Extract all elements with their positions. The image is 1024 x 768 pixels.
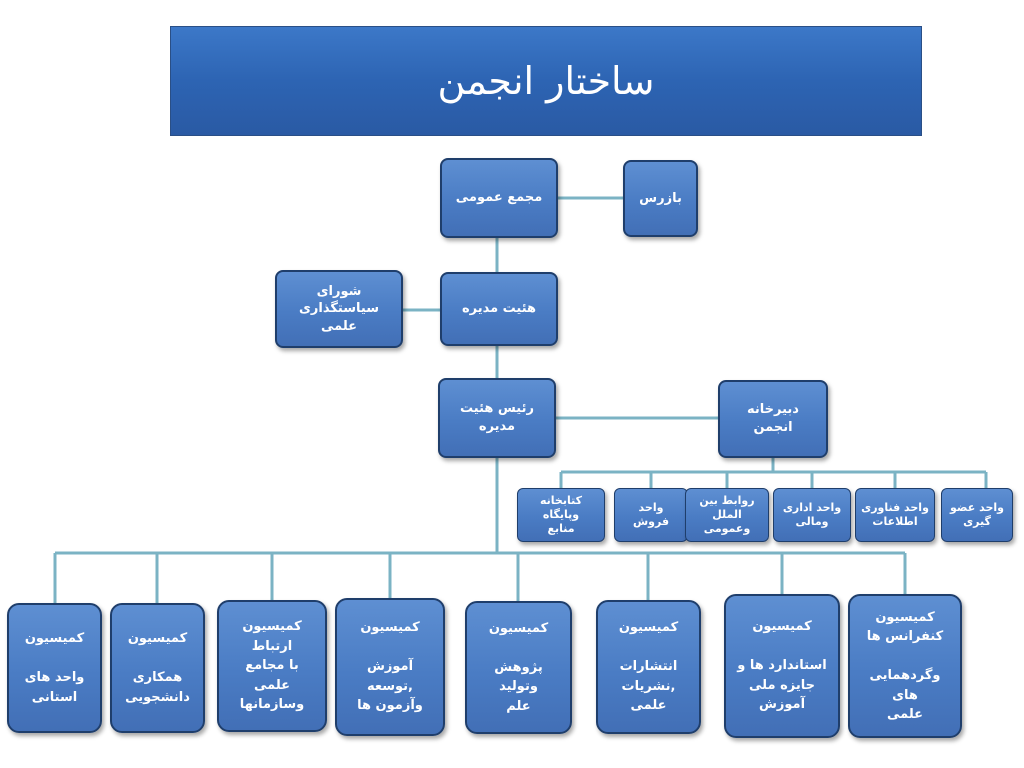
- commission-student-cooperation: کمیسیون همکاری دانشجویی: [110, 603, 205, 733]
- node-board-chairman: رئیس هئیت مدیره: [438, 378, 556, 458]
- commission-education-development: کمیسیون آموزش ,توسعه وآزمون ها: [335, 598, 445, 736]
- commission-conferences: کمیسیون کنفرانس ها وگردهمایی های علمی: [848, 594, 962, 738]
- unit-membership: واحد عضو گیری: [941, 488, 1013, 542]
- node-board-of-directors: هئیت مدیره: [440, 272, 558, 346]
- commission-publications: کمیسیون انتشارات ,نشریات علمی: [596, 600, 701, 734]
- node-inspector: بازرس: [623, 160, 698, 237]
- node-secretariat: دبیرخانه انجمن: [718, 380, 828, 458]
- node-general-assembly: مجمع عمومی: [440, 158, 558, 238]
- commission-provincial-units: کمیسیون واحد های استانی: [7, 603, 102, 733]
- unit-library: کتابخانه وپایگاه منابع: [517, 488, 605, 542]
- unit-administrative-financial: واحد اداری ومالی: [773, 488, 851, 542]
- commission-scientific-relations: کمیسیون ارتباط با مجامع علمی وسازمانها: [217, 600, 327, 732]
- node-policy-council: شورای سیاستگذاری علمی: [275, 270, 403, 348]
- commission-research: کمیسیون پژوهش وتولید علم: [465, 601, 572, 734]
- page-title: ساختار انجمن: [170, 26, 922, 136]
- unit-sales: واحد فروش: [614, 488, 688, 542]
- unit-it: واحد فناوری اطلاعات: [855, 488, 935, 542]
- commission-standards-award: کمیسیون استاندارد ها و جایزه ملی آموزش: [724, 594, 840, 738]
- unit-international-relations: روابط بین الملل وعمومی: [685, 488, 769, 542]
